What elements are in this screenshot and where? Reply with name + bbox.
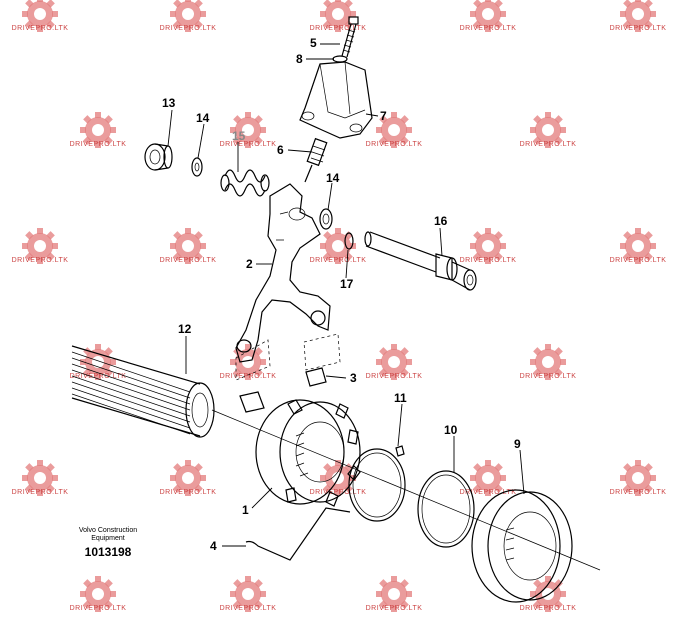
watermark-text: DRIVEPRO.LTK	[520, 605, 577, 612]
part-16-shaft	[364, 231, 477, 291]
watermark-text: DRIVEPRO.LTK	[70, 605, 127, 612]
watermark-text: DRIVEPRO.LTK	[160, 257, 217, 264]
part-15-spring	[220, 169, 270, 197]
callout-10: 10	[444, 423, 458, 437]
callout-12: 12	[178, 322, 192, 336]
callout-9: 9	[514, 437, 521, 451]
part-14-washer-right	[319, 208, 333, 230]
part-12-splined-shaft	[71, 345, 601, 571]
part-4-spring-wire	[245, 507, 351, 561]
watermark-text: DRIVEPRO.LTK	[366, 605, 423, 612]
part-17-ring	[344, 232, 354, 250]
callout-14-left: 14	[196, 111, 210, 125]
watermark-text: DRIVEPRO.LTK	[12, 25, 69, 32]
part-5-bolt	[332, 16, 359, 63]
watermark-text: DRIVEPRO.LTK	[160, 25, 217, 32]
callout-16: 16	[434, 214, 448, 228]
caption-brand-line2: Equipment	[91, 535, 125, 542]
caption-brand-line1: Volvo Construction	[78, 527, 138, 534]
part-1-clutch-sleeve	[255, 399, 361, 507]
watermark-text: DRIVEPRO.LTK	[520, 373, 577, 380]
watermark-text: DRIVEPRO.LTK	[310, 257, 367, 264]
callout-13: 13	[162, 96, 176, 110]
watermark-text: DRIVEPRO.LTK	[460, 257, 517, 264]
watermark-text: DRIVEPRO.LTK	[610, 489, 667, 496]
part-7-bracket	[299, 61, 373, 139]
callout-8: 8	[296, 52, 303, 66]
watermark-text: DRIVEPRO.LTK	[460, 25, 517, 32]
callouts: 13 14 15 6 7 5 8 14 16 17 2 12 3 11 10 9…	[162, 36, 521, 553]
watermark-text: DRIVEPRO.LTK	[12, 489, 69, 496]
callout-4: 4	[210, 539, 217, 553]
part-11-circlip	[348, 445, 406, 522]
callout-6: 6	[277, 143, 284, 157]
watermark-text: DRIVEPRO.LTK	[610, 257, 667, 264]
callout-15: 15	[232, 129, 246, 143]
callout-11: 11	[394, 391, 407, 405]
part-14-washer	[191, 157, 203, 177]
diagram-caption: Volvo Construction Equipment 1013198	[58, 527, 158, 559]
part-3-fork-pads	[235, 333, 341, 413]
callout-17: 17	[340, 277, 354, 291]
watermark-text: DRIVEPRO.LTK	[310, 25, 367, 32]
callout-7: 7	[380, 109, 387, 123]
callout-1: 1	[242, 503, 249, 517]
leader-lines	[167, 43, 525, 547]
part-6-pin	[304, 137, 328, 183]
callout-2: 2	[246, 257, 253, 271]
watermark-text: DRIVEPRO.LTK	[366, 373, 423, 380]
caption-diagram-code: 1013198	[84, 545, 132, 559]
watermark-text: DRIVEPRO.LTK	[220, 141, 277, 148]
callout-5: 5	[310, 36, 317, 50]
watermark-text: DRIVEPRO.LTK	[220, 373, 277, 380]
callout-3: 3	[350, 371, 357, 385]
watermark-text: DRIVEPRO.LTK	[70, 141, 127, 148]
watermark-text: DRIVEPRO.LTK	[460, 489, 517, 496]
callout-14-right: 14	[326, 171, 340, 185]
watermark-text: DRIVEPRO.LTK	[366, 141, 423, 148]
watermark-text: DRIVEPRO.LTK	[160, 489, 217, 496]
watermark-text: DRIVEPRO.LTK	[220, 605, 277, 612]
part-2-shift-fork	[235, 183, 331, 363]
watermark-text: DRIVEPRO.LTK	[12, 257, 69, 264]
watermark-text: DRIVEPRO.LTK	[520, 141, 577, 148]
part-10-o-ring	[417, 470, 475, 548]
watermark-text: DRIVEPRO.LTK	[70, 373, 127, 380]
watermark-layer: DRIVEPRO.LTK DRIVEPRO.LTK DRIVEPRO.LTK DRIV…	[12, 0, 667, 612]
part-9-synchro-hub	[471, 489, 573, 603]
part-13-plug	[144, 143, 173, 171]
watermark-text: DRIVEPRO.LTK	[310, 489, 367, 496]
watermark-text: DRIVEPRO.LTK	[610, 25, 667, 32]
